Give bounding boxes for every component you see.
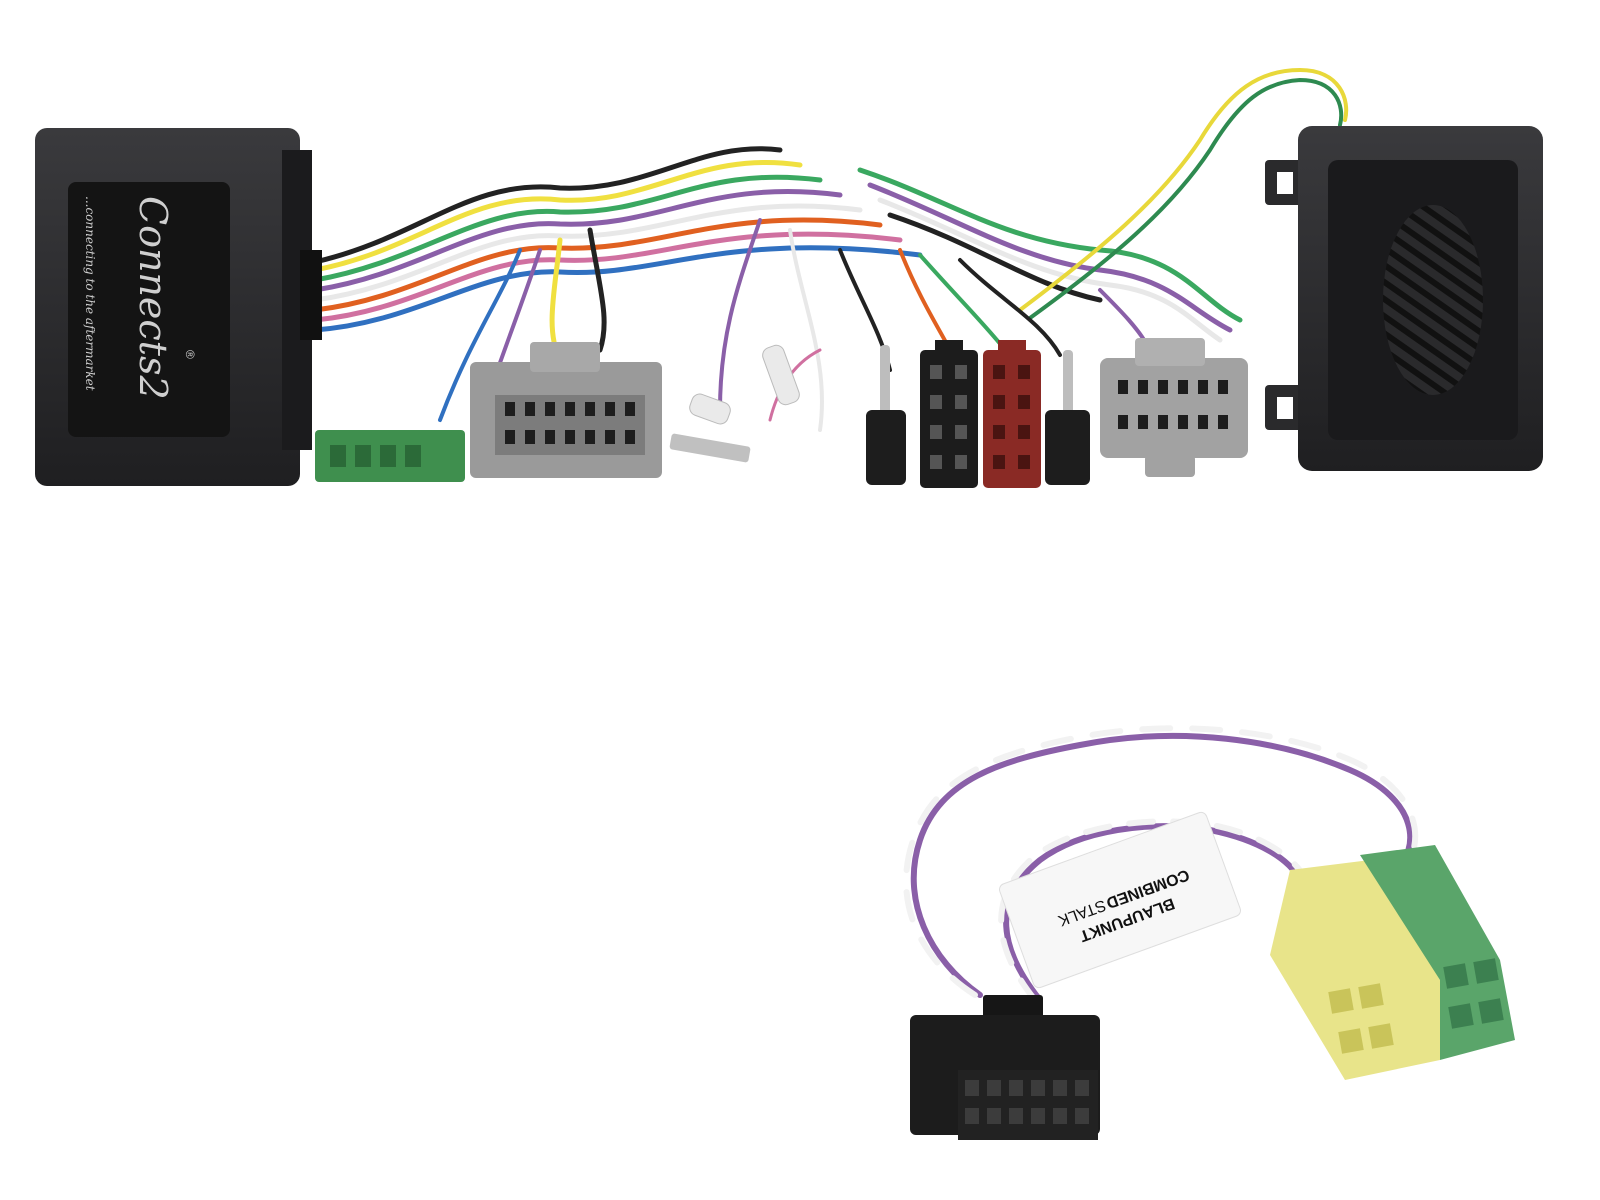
patch-lead-wires: [903, 725, 1419, 1003]
yellow-mini-iso-connector: [1270, 860, 1440, 1080]
patch-lead: BLAUPUNKT COMBINED STALK: [903, 725, 1515, 1140]
left-interface-module: [35, 128, 322, 486]
wiring-harness: Connects2 ...connecting to the aftermark…: [35, 67, 1543, 488]
logo-tagline: ...connecting to the aftermarket: [83, 196, 97, 391]
iso-connector-black: [920, 340, 978, 488]
speaker-grille: [1383, 205, 1483, 395]
logo-registered-mark: ®: [183, 350, 197, 359]
grey-connector-right: [1100, 338, 1248, 477]
connects2-logo: Connects2 ...connecting to the aftermark…: [83, 196, 197, 400]
right-module: [1265, 126, 1543, 471]
black-12pin-connector: [910, 995, 1100, 1140]
spade-terminals: [669, 344, 800, 463]
cable-label: BLAUPUNKT COMBINED STALK: [999, 811, 1241, 989]
green-connector: [315, 430, 465, 482]
grey-connector-left: [470, 342, 662, 478]
green-mini-iso-connector: [1360, 845, 1515, 1060]
audio-jack-right: [1045, 350, 1090, 485]
logo-brand-text: Connects2: [131, 196, 175, 400]
audio-jack-left: [866, 345, 906, 485]
iso-connector-red: [983, 340, 1041, 488]
